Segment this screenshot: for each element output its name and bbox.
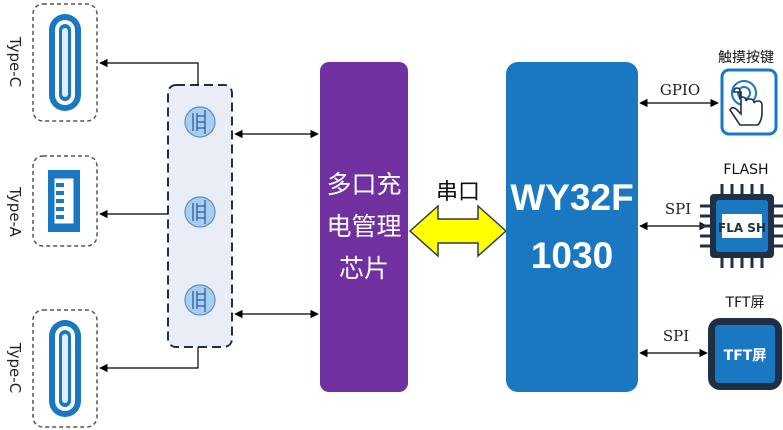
port-label-type-c-top: Type-C: [6, 36, 24, 87]
tft-screen-icon: [708, 318, 782, 390]
tft-title: TFT屏: [725, 295, 765, 311]
port-type-c-bottom: [32, 309, 98, 428]
mosfet-icon: [184, 196, 216, 228]
charger-chip-line-3: 芯片: [339, 254, 389, 283]
port-label-type-c-bottom: Type-C: [6, 342, 24, 393]
flash-chip-text: FLA SH: [718, 221, 766, 235]
charger-chip-line-1: 多口充: [326, 170, 401, 199]
charger-chip: [320, 62, 408, 392]
mcu-line-2: 1030: [531, 235, 613, 276]
bus-label-gpio: GPIO: [660, 81, 700, 99]
charger-chip-line-2: 电管理: [326, 212, 401, 241]
mcu-line-1: WY32F: [510, 177, 633, 218]
serial-link-label: 串口: [436, 180, 480, 205]
flash-chip-icon: [700, 184, 783, 268]
tft-screen-text: TFT屏: [724, 348, 767, 364]
mcu-block: [506, 62, 638, 392]
peripheral-connections: [639, 98, 719, 358]
bus-label-spi-tft: SPI: [663, 327, 689, 345]
bus-label-spi-flash: SPI: [665, 200, 691, 218]
touch-hand-icon: [720, 68, 778, 136]
chip-switch-connections: [234, 129, 319, 319]
port-label-type-a: Type-A: [6, 186, 24, 238]
mosfet-icon: [184, 106, 216, 138]
touch-key-title: 触摸按键: [718, 50, 774, 66]
port-connections: [99, 58, 199, 373]
mosfet-icon: [184, 284, 216, 316]
port-type-a: [32, 155, 98, 247]
serial-link-arrow: [408, 204, 508, 258]
mosfet-switch-group: [167, 84, 233, 348]
port-type-c-top: [32, 3, 98, 122]
flash-title: FLASH: [723, 162, 768, 178]
